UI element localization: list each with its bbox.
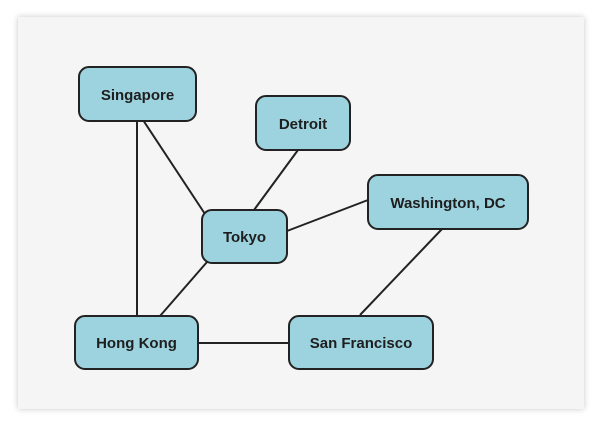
node-washington[interactable]: Washington, DC	[367, 174, 529, 230]
node-hongkong-label: Hong Kong	[96, 335, 177, 352]
node-singapore[interactable]: Singapore	[78, 66, 197, 122]
edge-washington-sanfrancisco	[359, 228, 443, 316]
edge-singapore-tokyo	[142, 119, 206, 215]
node-sanfrancisco-label: San Francisco	[310, 335, 413, 352]
node-detroit-label: Detroit	[279, 116, 327, 133]
edges-layer	[136, 119, 443, 344]
node-washington-label: Washington, DC	[390, 195, 505, 212]
edge-detroit-tokyo	[253, 149, 299, 211]
node-tokyo[interactable]: Tokyo	[201, 209, 288, 264]
node-detroit[interactable]: Detroit	[255, 95, 351, 151]
node-singapore-label: Singapore	[101, 87, 174, 104]
node-sanfrancisco[interactable]: San Francisco	[288, 315, 434, 370]
edge-tokyo-washington	[286, 199, 369, 232]
node-hongkong[interactable]: Hong Kong	[74, 315, 199, 370]
edge-tokyo-hongkong	[159, 261, 208, 317]
node-tokyo-label: Tokyo	[223, 229, 266, 246]
